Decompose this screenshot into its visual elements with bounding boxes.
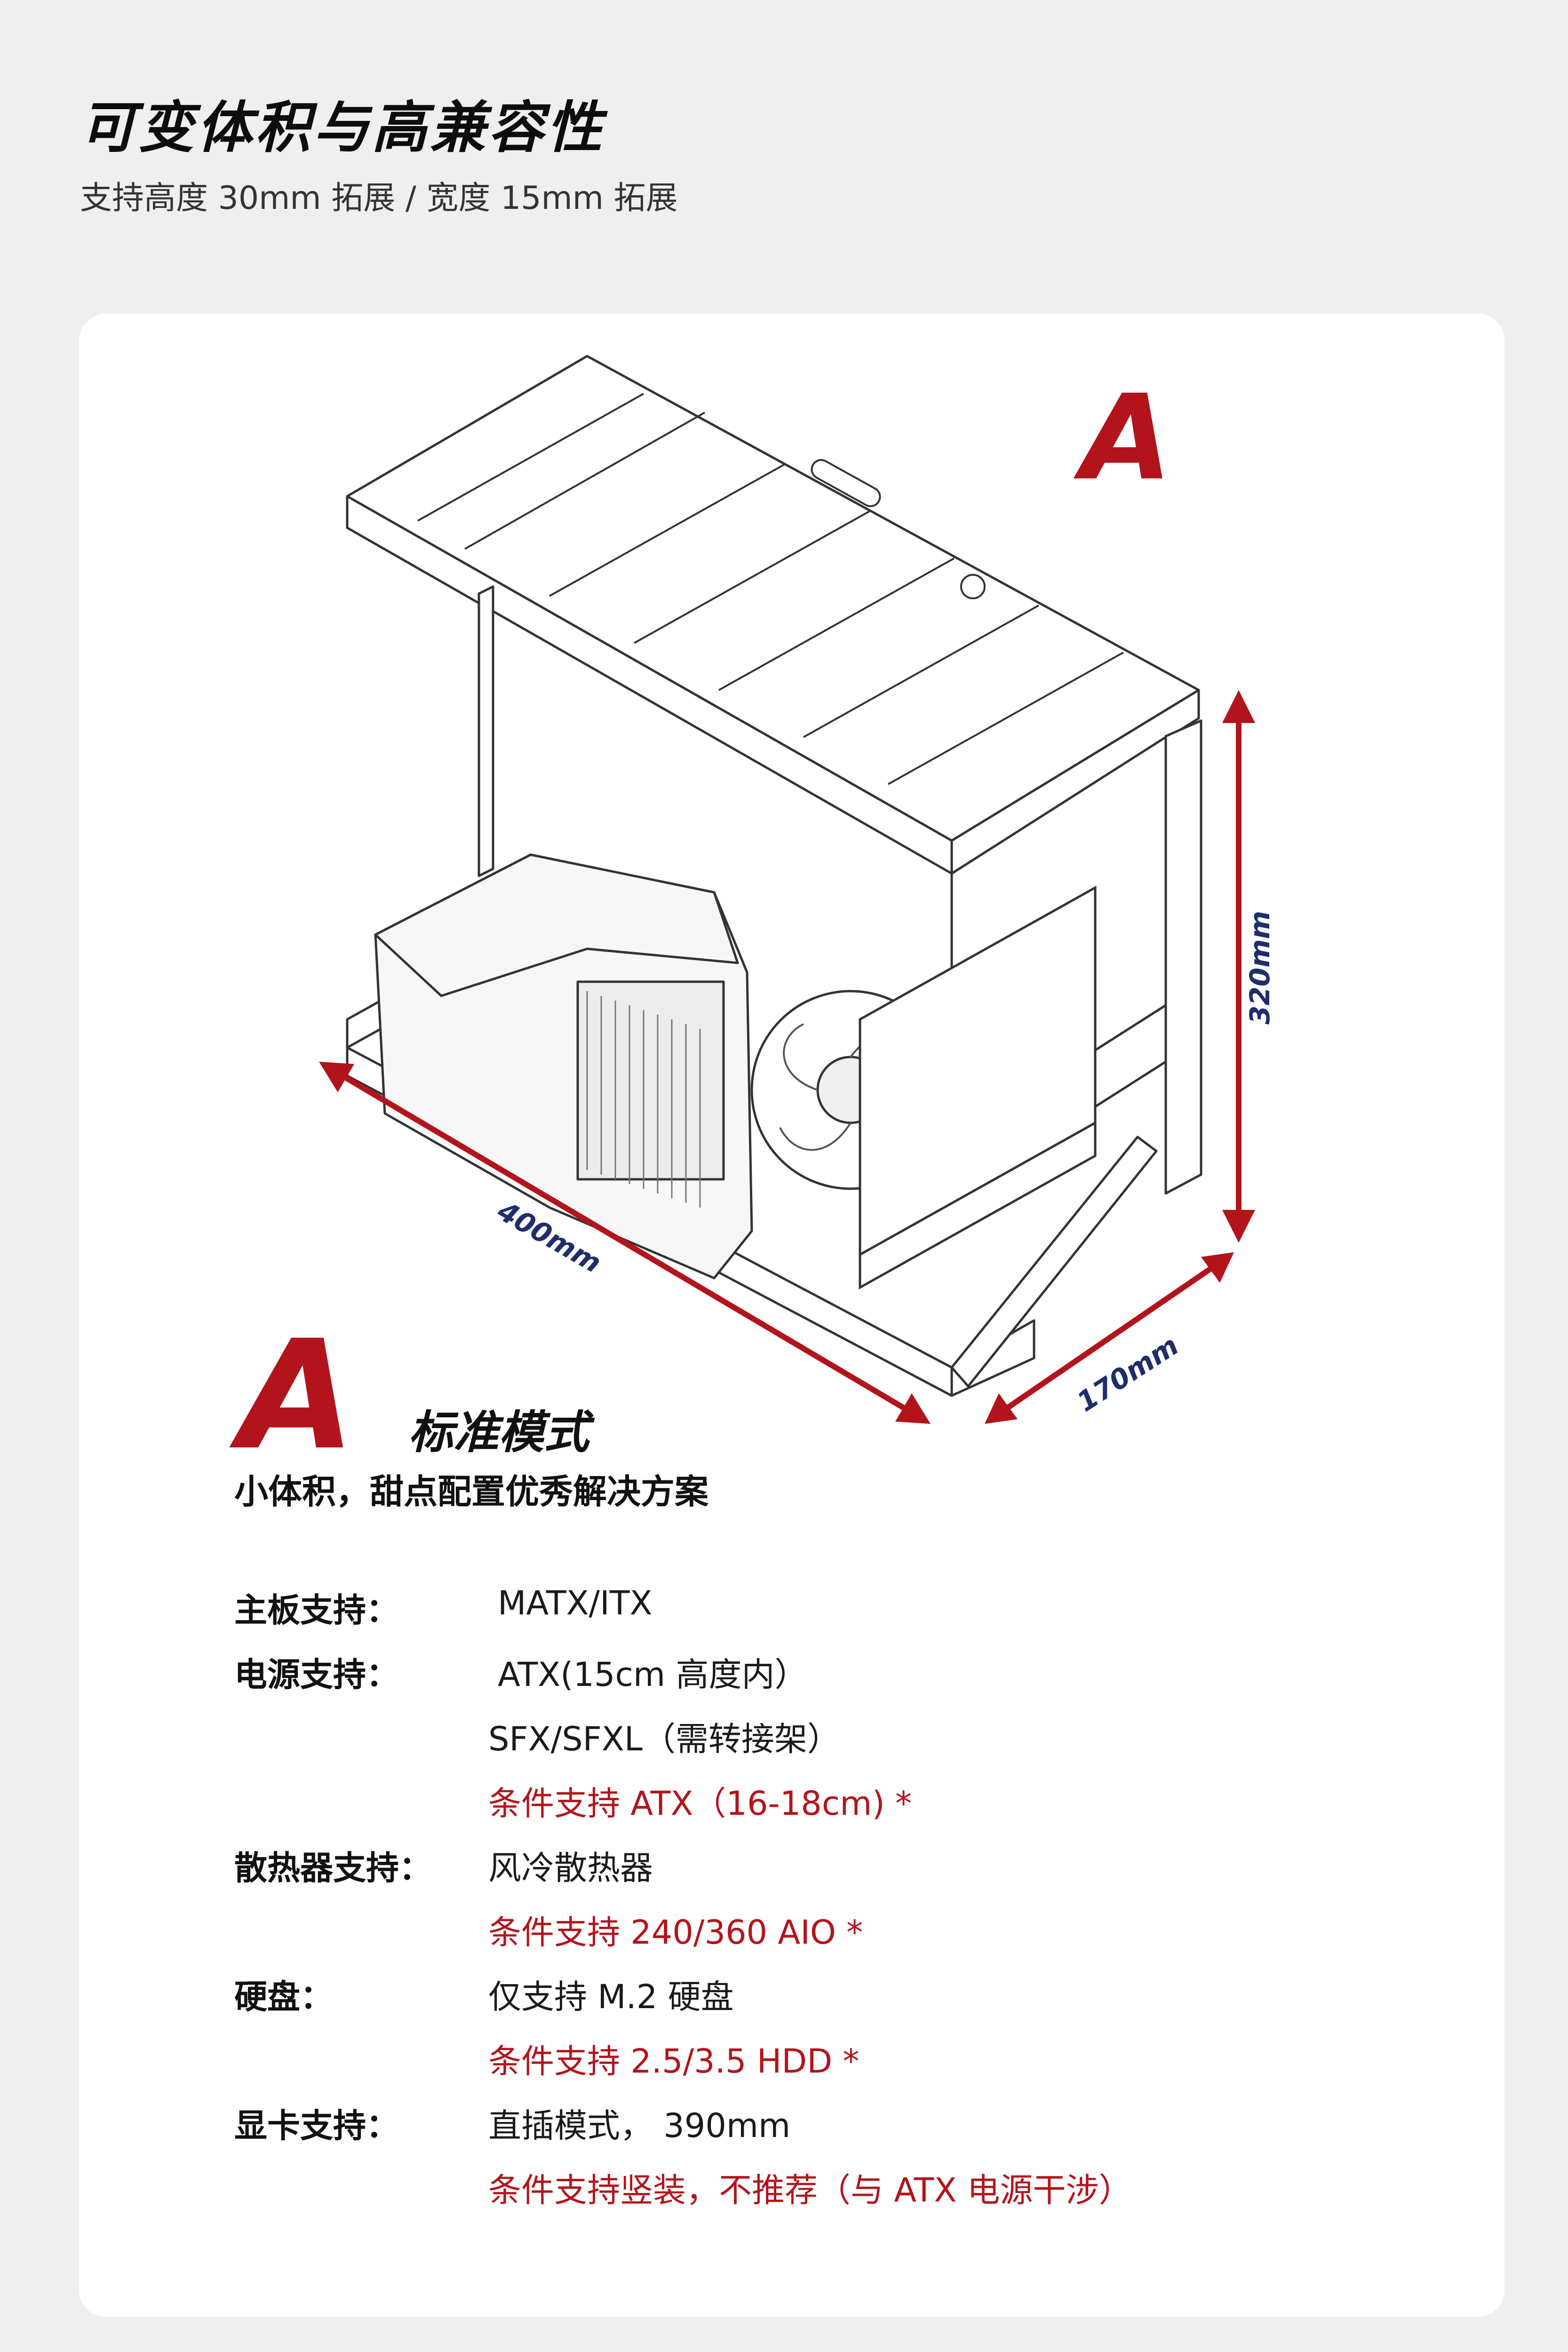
spec-list: 主板支持： MATX/ITX 电源支持： ATX(15cm 高度内） SFX/S… [234, 1584, 1410, 2228]
spec-row: 硬盘： 仅支持 M.2 硬盘 [234, 1971, 1410, 2035]
spec-value-conditional: 条件支持 240/360 AIO * [488, 1913, 863, 1952]
spec-label: 硬盘： [234, 1978, 333, 2016]
spec-label: 电源支持： [234, 1655, 399, 1694]
spec-value: 风冷散热器 [488, 1849, 653, 1887]
spec-row: SFX/SFXL（需转接架） [234, 1713, 1410, 1777]
mode-letter: A [239, 1308, 356, 1483]
psu-bracket [859, 885, 1097, 1290]
spec-row: 条件支持竖装，不推荐（与 ATX 电源干涉） [234, 2164, 1410, 2228]
spec-value: 仅支持 M.2 硬盘 [488, 1978, 734, 2016]
spec-value: 直插模式， 390mm [488, 2106, 791, 2145]
spec-value-conditional: 条件支持 2.5/3.5 HDD * [488, 2042, 860, 2081]
badge-letter: A [1073, 369, 1172, 506]
case-illustration: A [319, 355, 1276, 1424]
height-arrow [1222, 690, 1255, 1243]
spec-value-conditional: 条件支持 ATX（16-18cm) * [488, 1784, 912, 1823]
spec-row: 显卡支持： 直插模式， 390mm [234, 2099, 1410, 2164]
mode-name: 标准模式 [408, 1406, 589, 1459]
spec-value: ATX(15cm 高度内） [498, 1655, 808, 1694]
spec-label: 散热器支持： [234, 1849, 432, 1887]
spec-row: 电源支持： ATX(15cm 高度内） [234, 1648, 1410, 1713]
spec-card: A [79, 314, 1504, 2317]
top-slots [417, 393, 1124, 785]
page-subtitle: 支持高度 30mm 拓展 / 宽度 15mm 拓展 [80, 180, 678, 217]
length-arrow [319, 1062, 931, 1424]
spec-value: SFX/SFXL（需转接架） [488, 1720, 840, 1758]
page-title: 可变体积与高兼容性 [80, 95, 605, 160]
spec-label: 显卡支持： [234, 2106, 399, 2145]
gpu-fins [586, 991, 701, 1208]
width-arrow [985, 1252, 1234, 1424]
spec-value-conditional: 条件支持竖装，不推荐（与 ATX 电源干涉） [488, 2171, 1132, 2209]
dim-width-label: 170mm [1071, 1329, 1184, 1418]
spec-row: 散热器支持： 风冷散热器 [234, 1842, 1410, 1906]
spec-row: 主板支持： MATX/ITX [234, 1584, 1410, 1648]
case-frame [346, 355, 1202, 1397]
dim-height-label: 320mm [1244, 911, 1276, 1025]
spec-row: 条件支持 240/360 AIO * [234, 1906, 1410, 1971]
mode-description: 小体积，甜点配置优秀解决方案 [234, 1472, 709, 1511]
spec-label: 主板支持： [234, 1591, 399, 1629]
spec-row: 条件支持 ATX（16-18cm) * [234, 1777, 1410, 1842]
spec-row: 条件支持 2.5/3.5 HDD * [234, 2035, 1410, 2099]
spec-value: MATX/ITX [498, 1584, 653, 1622]
